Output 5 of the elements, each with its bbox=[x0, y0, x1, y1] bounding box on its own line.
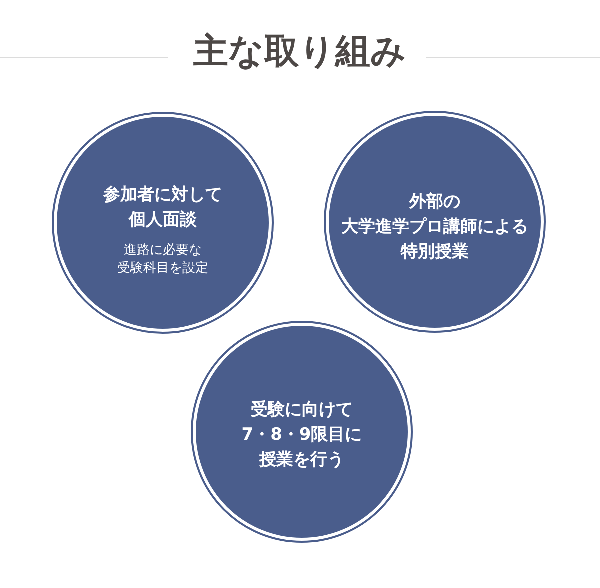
node-heading: 外部の大学進学プロ講師による特別授業 bbox=[342, 190, 528, 264]
node-heading: 受験に向けて7・8・9限目に授業を行う bbox=[242, 398, 362, 472]
node-heading: 参加者に対して個人面談 bbox=[104, 184, 222, 232]
title: 主な取り組み bbox=[194, 31, 406, 74]
node-text: 進路に必要な受験科目を設定 bbox=[118, 242, 208, 278]
